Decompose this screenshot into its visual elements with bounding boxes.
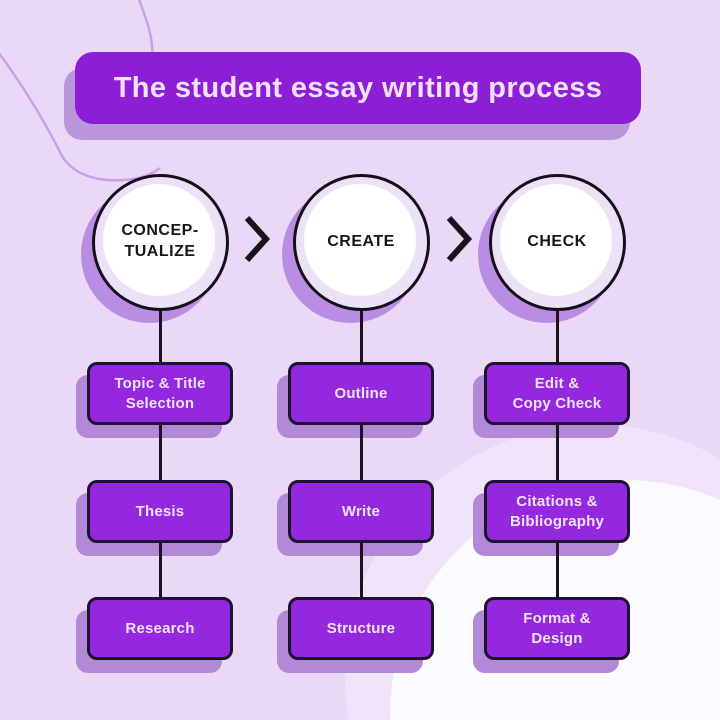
step-label: Thesis [135,502,185,520]
step-label: Citations & Bibliography [509,493,605,530]
connector-line [555,306,559,364]
stage-circle-inner [303,183,416,296]
connector-line [158,422,162,482]
step-box-thesis: Thesis [87,480,233,543]
page-title: The student essay writing process [113,71,603,104]
connector-line [359,540,363,600]
step-label: Outline [334,384,388,402]
step-label: Edit & Copy Check [512,375,602,412]
connector-line [555,540,559,600]
step-label: Write [341,502,381,520]
step-label: Format & Design [523,610,591,647]
step-box-topic-title-selection: Topic & Title Selection [87,362,233,425]
stage-circle-check: CHECK [488,173,626,311]
connector-line [359,422,363,482]
step-box-write: Write [288,480,434,543]
stage-circle-create: CREATE [292,173,430,311]
connector-line [158,540,162,600]
step-box-edit-copy-check: Edit & Copy Check [484,362,630,425]
chevron-right-icon [446,215,473,263]
step-label: Structure [326,619,396,637]
stage-label-check: CHECK [527,232,587,250]
step-label: Topic & Title Selection [114,375,206,412]
chevron-right-icon [244,215,271,263]
step-box-structure: Structure [288,597,434,660]
stage-circle-inner [499,183,612,296]
stage-circle-conceptualize: CONCEP- TUALIZE [91,173,229,311]
connector-line [359,306,363,364]
stage-circle-inner [102,183,215,296]
step-label: Research [125,619,195,637]
step-box-research: Research [87,597,233,660]
connector-line [158,306,162,364]
step-box-outline: Outline [288,362,434,425]
stage-label-create: CREATE [327,232,395,250]
decor-arc-top [137,0,154,59]
connector-line [555,422,559,482]
stage-label-conceptualize: CONCEP- TUALIZE [121,222,199,260]
step-box-format-design: Format & Design [484,597,630,660]
title-banner: The student essay writing process [75,52,641,124]
step-box-citations-bibliography: Citations & Bibliography [484,480,630,543]
